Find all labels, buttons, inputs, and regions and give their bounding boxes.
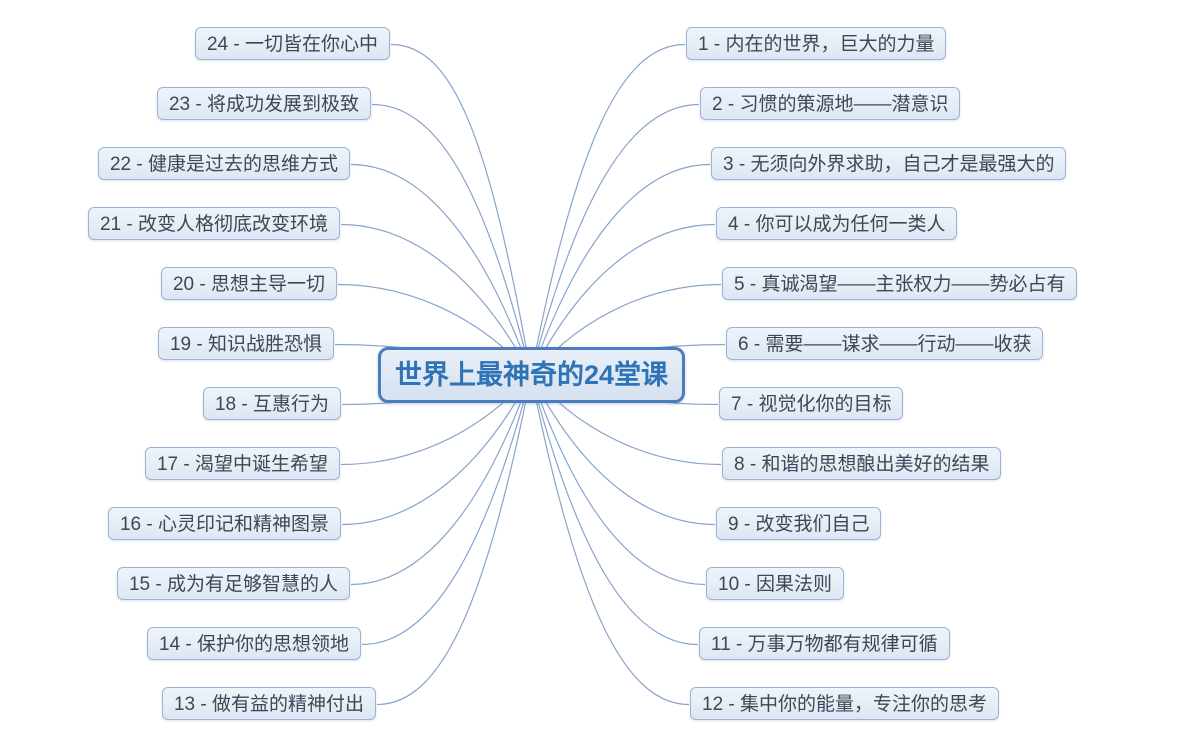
branch-node-13[interactable]: 13 - 做有益的精神付出 <box>161 687 376 720</box>
branch-node-12[interactable]: 12 - 集中你的能量，专注你的思考 <box>690 687 1000 720</box>
branch-connector <box>530 223 716 376</box>
branch-connector <box>390 43 532 376</box>
branch-node-21[interactable]: 21 - 改变人格彻底改变环境 <box>87 207 340 240</box>
branch-connector <box>530 163 711 376</box>
branch-node-7[interactable]: 7 - 视觉化你的目标 <box>719 387 904 420</box>
branch-node-14[interactable]: 14 - 保护你的思想领地 <box>146 627 361 660</box>
branch-connector <box>530 374 706 586</box>
branch-connector <box>341 374 532 526</box>
branch-connector <box>530 374 716 526</box>
branch-connector <box>340 223 532 376</box>
branch-node-4[interactable]: 4 - 你可以成为任何一类人 <box>716 207 958 240</box>
branch-connector <box>361 374 532 646</box>
branch-node-1[interactable]: 1 - 内在的世界，巨大的力量 <box>686 27 947 60</box>
branch-connector <box>530 43 686 376</box>
branch-node-6[interactable]: 6 - 需要——谋求——行动——收获 <box>726 327 1044 360</box>
branch-node-23[interactable]: 23 - 将成功发展到极致 <box>156 87 371 120</box>
branch-node-22[interactable]: 22 - 健康是过去的思维方式 <box>97 147 350 180</box>
branch-connector <box>530 103 700 376</box>
branch-node-19[interactable]: 19 - 知识战胜恐惧 <box>157 327 334 360</box>
branch-connector <box>530 374 699 646</box>
branch-connector <box>350 374 532 586</box>
branch-node-2[interactable]: 2 - 习惯的策源地——潜意识 <box>700 87 961 120</box>
branch-connector <box>350 163 532 376</box>
branch-node-8[interactable]: 8 - 和谐的思想酿出美好的结果 <box>722 447 1002 480</box>
branch-node-15[interactable]: 15 - 成为有足够智慧的人 <box>116 567 350 600</box>
branch-node-5[interactable]: 5 - 真诚渴望——主张权力——势必占有 <box>722 267 1078 300</box>
branch-node-3[interactable]: 3 - 无须向外界求助，自己才是最强大的 <box>711 147 1067 180</box>
branch-node-9[interactable]: 9 - 改变我们自己 <box>716 507 882 540</box>
branch-connector <box>371 103 532 376</box>
branch-node-17[interactable]: 17 - 渴望中诞生希望 <box>144 447 340 480</box>
branch-node-20[interactable]: 20 - 思想主导一切 <box>160 267 337 300</box>
branch-node-16[interactable]: 16 - 心灵印记和精神图景 <box>107 507 341 540</box>
branch-connector <box>530 374 690 706</box>
branch-node-18[interactable]: 18 - 互惠行为 <box>202 387 341 420</box>
branch-node-24[interactable]: 24 - 一切皆在你心中 <box>194 27 390 60</box>
central-topic[interactable]: 世界上最神奇的24堂课 <box>378 347 686 403</box>
branch-node-10[interactable]: 10 - 因果法则 <box>706 567 845 600</box>
branch-connector <box>376 374 532 706</box>
branch-node-11[interactable]: 11 - 万事万物都有规律可循 <box>699 627 950 660</box>
